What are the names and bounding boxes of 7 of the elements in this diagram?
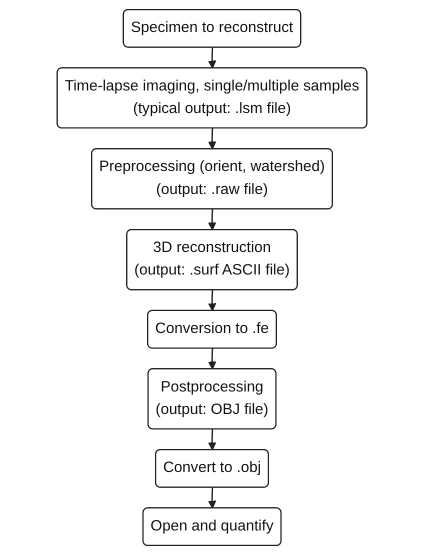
- arrow: [208, 429, 216, 450]
- arrow: [208, 488, 216, 509]
- arrow: [208, 209, 216, 230]
- arrow: [208, 290, 216, 312]
- arrow: [208, 348, 216, 370]
- arrow: [208, 128, 216, 150]
- arrow: [208, 48, 216, 69]
